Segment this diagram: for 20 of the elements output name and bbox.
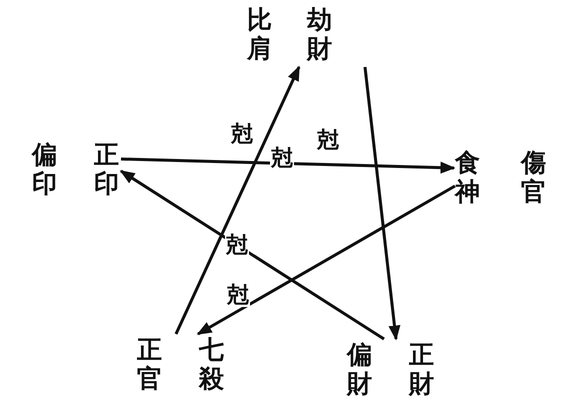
arrow <box>120 170 385 340</box>
vertical-label: 偏財 <box>347 340 373 398</box>
arrow <box>120 158 456 174</box>
vertical-label: 七殺 <box>199 335 225 393</box>
vertical-label: 比肩 <box>247 5 273 63</box>
arrow <box>364 66 400 340</box>
vertical-label: 正官 <box>137 335 163 393</box>
edge-label: 尅 <box>226 283 250 307</box>
edge-label: 尅 <box>270 146 294 170</box>
vertical-label: 食神 <box>455 148 481 206</box>
arrow <box>174 66 300 335</box>
vertical-label: 傷官 <box>521 148 547 206</box>
vertical-label: 劫財 <box>307 5 333 63</box>
vertical-label: 正財 <box>409 340 435 398</box>
edge-label: 尅 <box>230 122 254 146</box>
vertical-label: 正印 <box>94 140 120 198</box>
arrow <box>196 184 456 336</box>
vertical-label: 偏印 <box>32 140 58 198</box>
edge-label: 尅 <box>316 128 340 152</box>
edge-label: 尅 <box>225 233 249 257</box>
